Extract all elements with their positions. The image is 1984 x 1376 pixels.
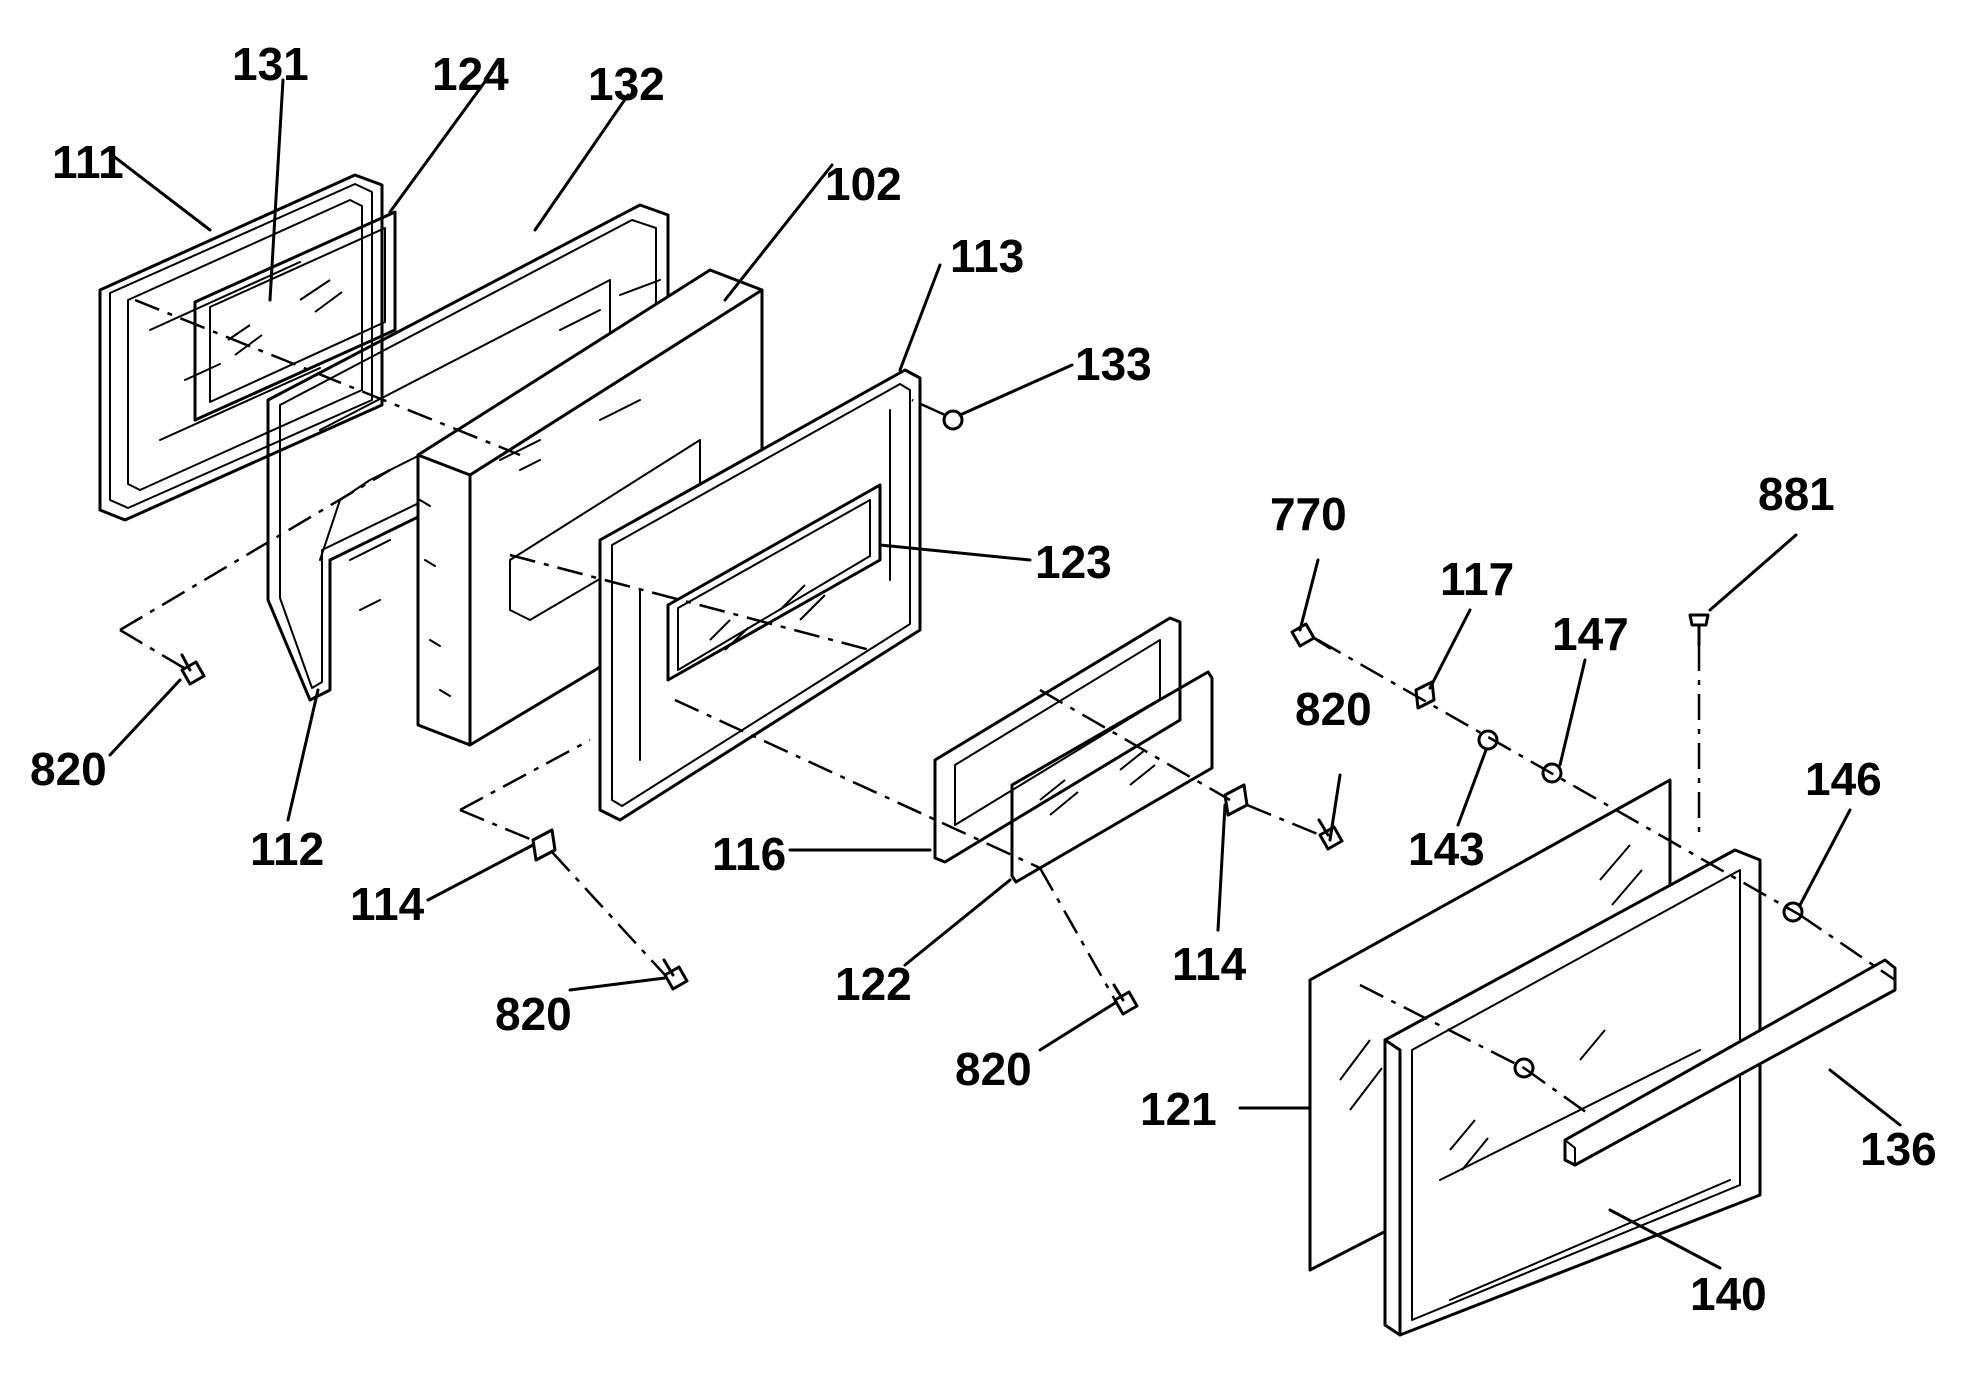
part-102-insulation: [416, 268, 764, 747]
part-881-screw: [1688, 613, 1710, 647]
label-116: 116: [712, 828, 786, 880]
part-820-screw-b: [662, 958, 689, 991]
label-820-a: 820: [30, 743, 107, 795]
part-labels: 111 131 124 132 102 113 133 123 820 112 …: [30, 38, 1937, 1320]
label-140: 140: [1690, 1268, 1767, 1320]
part-140-outer-frame: [1383, 848, 1762, 1337]
label-820-c: 820: [955, 1043, 1032, 1095]
label-112: 112: [250, 823, 324, 875]
part-820-screw-c: [1112, 983, 1139, 1016]
label-117: 117: [1440, 553, 1514, 605]
label-123: 123: [1035, 536, 1112, 588]
label-820-b: 820: [495, 988, 572, 1040]
part-143-nut: [1477, 729, 1499, 751]
label-143: 143: [1408, 823, 1485, 875]
label-136: 136: [1860, 1123, 1937, 1175]
label-111: 111: [52, 136, 124, 188]
part-820-screw-a: [180, 653, 206, 686]
label-114-b: 114: [1172, 938, 1247, 990]
label-820-d: 820: [1295, 683, 1372, 735]
label-124: 124: [432, 48, 509, 100]
label-770: 770: [1270, 488, 1347, 540]
label-881: 881: [1758, 468, 1835, 520]
part-116-window-frame: [933, 616, 1182, 864]
part-122-glass: [1010, 670, 1214, 884]
leader-lines: [108, 70, 1902, 1270]
part-124-inner-glass: [193, 210, 397, 422]
label-146: 146: [1805, 753, 1882, 805]
label-102: 102: [825, 158, 902, 210]
part-136-handle: [1563, 958, 1897, 1167]
label-121: 121: [1140, 1083, 1217, 1135]
label-133: 133: [1075, 338, 1152, 390]
part-111-door-liner: [98, 173, 384, 522]
label-114-a: 114: [350, 878, 425, 930]
assembly-centerlines: [119, 298, 1896, 1117]
label-147: 147: [1552, 608, 1629, 660]
label-131: 131: [232, 38, 309, 90]
part-123-glass: [666, 483, 882, 682]
label-132: 132: [588, 58, 665, 110]
part-114-clip-a: [531, 828, 557, 862]
part-113-inner-door-panel: [598, 368, 922, 822]
part-133-nut: [942, 409, 964, 431]
label-122: 122: [835, 958, 912, 1010]
label-113: 113: [950, 230, 1024, 282]
